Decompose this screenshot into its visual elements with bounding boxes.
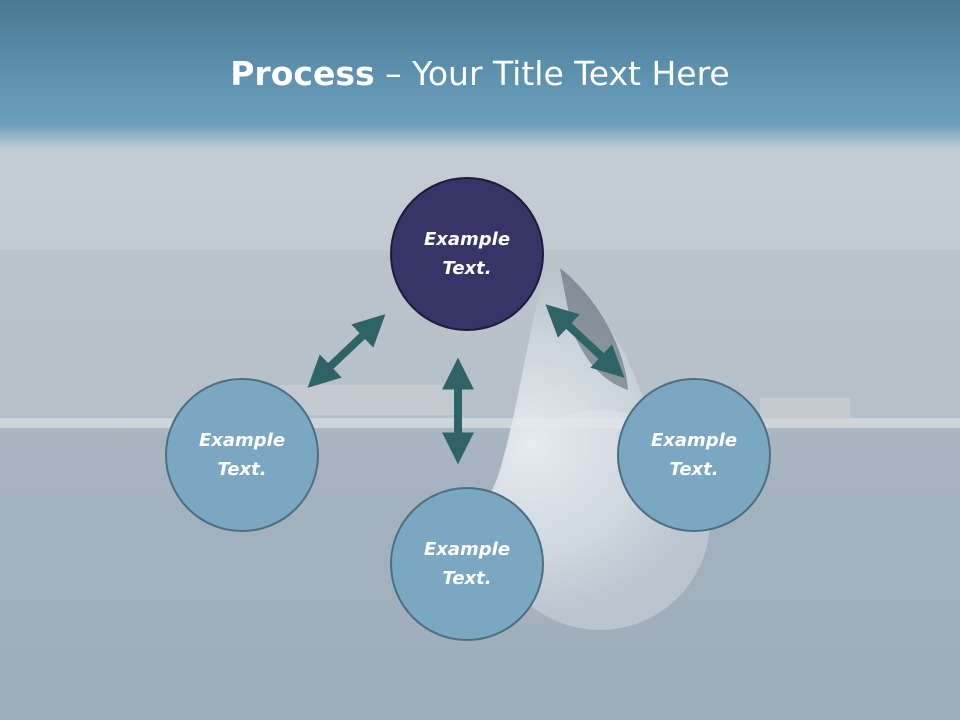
arrow-top-right <box>545 304 625 378</box>
title-rest-part: – Your Title Text Here <box>374 54 730 93</box>
process-node-left[interactable]: Example Text. <box>165 378 319 532</box>
node-left-line2: Text. <box>217 459 267 480</box>
node-right-line1: Example <box>650 430 738 451</box>
node-top-line1: Example <box>423 229 511 250</box>
node-bottom-line1: Example <box>423 539 511 560</box>
process-node-top[interactable]: Example Text. <box>390 177 544 331</box>
title-bold-part: Process <box>230 54 375 93</box>
process-node-right[interactable]: Example Text. <box>617 378 771 532</box>
arrow-top-left <box>307 314 386 388</box>
node-bottom-line2: Text. <box>442 568 492 589</box>
node-right-line2: Text. <box>669 459 719 480</box>
node-left-line1: Example <box>198 430 286 451</box>
node-top-line2: Text. <box>442 258 492 279</box>
slide-title: Process – Your Title Text Here <box>0 52 960 96</box>
process-node-bottom[interactable]: Example Text. <box>390 487 544 641</box>
title-band <box>0 0 960 150</box>
